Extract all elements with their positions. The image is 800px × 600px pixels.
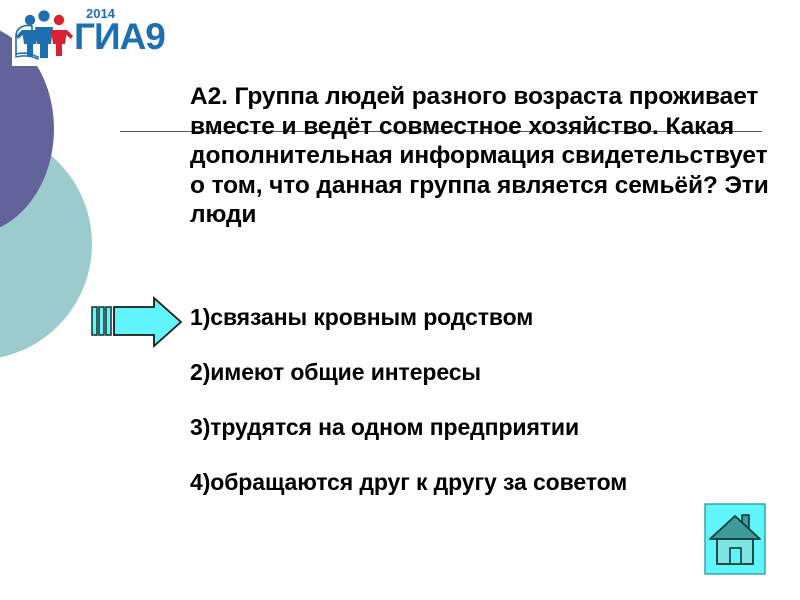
- answer-options-list: 1)связаны кровным родством 2)имеют общие…: [190, 303, 770, 496]
- logo-year: 2014: [86, 6, 115, 21]
- logo-wordmark: ГИА9: [74, 16, 166, 57]
- list-item[interactable]: 3)трудятся на одном предприятии: [190, 414, 580, 440]
- question-text: A2. Группа людей разного возраста прожив…: [190, 83, 769, 228]
- list-item[interactable]: 1)связаны кровным родством: [190, 304, 534, 330]
- three-figures-icon: [14, 6, 74, 62]
- list-item[interactable]: 2)имеют общие интересы: [190, 359, 481, 385]
- striped-right-arrow-icon: [90, 295, 184, 349]
- horizontal-divider-line: [120, 131, 762, 132]
- list-item[interactable]: 4)обращаются друг к другу за советом: [190, 469, 628, 495]
- gia9-logo: 2014 ГИА9: [12, 4, 178, 66]
- house-icon: [704, 503, 766, 575]
